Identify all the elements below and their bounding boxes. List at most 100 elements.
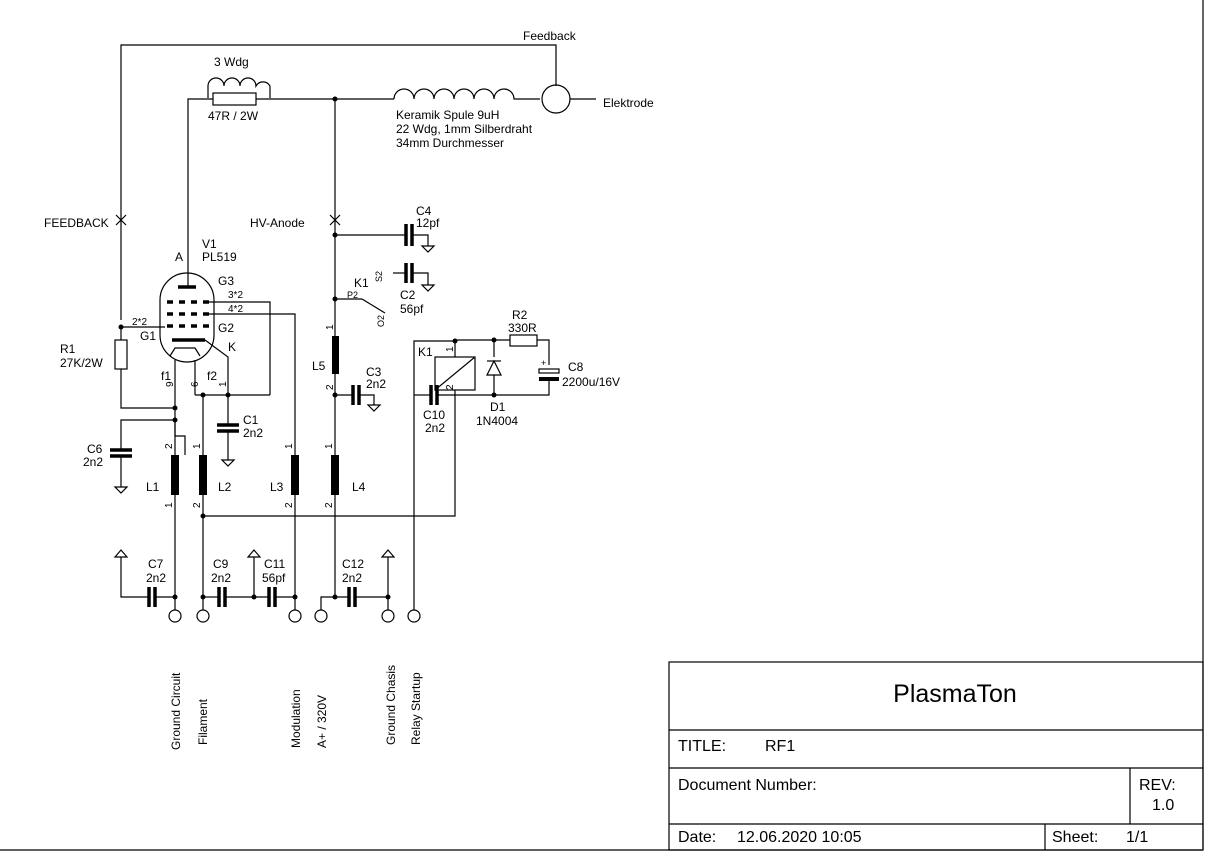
c6-value: 2n2 bbox=[83, 455, 103, 469]
sheet-label: Sheet: bbox=[1052, 829, 1098, 846]
v1-value: PL519 bbox=[202, 250, 237, 264]
connector-modulation: Modulation bbox=[289, 689, 303, 748]
d1-ref: D1 bbox=[490, 400, 506, 414]
ceramic-coil: Keramik Spule 9uH 22 Wdg, 1mm Silberdrah… bbox=[393, 88, 540, 150]
l2-ref: L2 bbox=[218, 480, 232, 494]
c2-ref: C2 bbox=[400, 288, 416, 302]
v1-ref: V1 bbox=[202, 237, 217, 251]
pin-f2: f2 bbox=[207, 369, 217, 383]
c9-ref: C9 bbox=[213, 557, 229, 571]
k1-pin2: 2 bbox=[445, 384, 456, 390]
capacitor-c6: C6 2n2 bbox=[83, 415, 186, 494]
capacitor-c10: C10 2n2 bbox=[413, 340, 494, 610]
inductor-l3: L3 1 2 bbox=[270, 443, 299, 595]
capacitor-c12: C12 2n2 bbox=[320, 549, 396, 610]
connector-a-plus: A+ / 320V bbox=[315, 695, 329, 748]
pin-22: 2*2 bbox=[132, 317, 147, 328]
date-value: 12.06.2020 10:05 bbox=[737, 829, 862, 846]
coil-3wdg: 3 Wdg bbox=[207, 55, 271, 98]
l1-ref: L1 bbox=[146, 480, 160, 494]
feedback-wire: Feedback bbox=[120, 29, 577, 320]
project-name: PlasmaTon bbox=[893, 680, 1017, 708]
hv-anode-rail: HV-Anode FEEDBACK bbox=[44, 96, 341, 336]
pin-a: A bbox=[175, 250, 183, 264]
l3-ref: L3 bbox=[270, 480, 284, 494]
l3-pin1: 1 bbox=[284, 443, 295, 449]
rev-label: REV: bbox=[1139, 777, 1176, 794]
c10-value: 2n2 bbox=[425, 421, 445, 435]
pin-1-k: 1 bbox=[218, 381, 229, 387]
capacitor-c11: C11 56pf bbox=[262, 557, 298, 607]
date-label: Date: bbox=[678, 829, 716, 846]
c10-ref: C10 bbox=[423, 408, 445, 422]
pin-g1: G1 bbox=[140, 329, 156, 343]
title-block: PlasmaTon TITLE: RF1 Document Number: RE… bbox=[668, 661, 1204, 851]
capacitor-c7: C7 2n2 bbox=[113, 549, 178, 607]
c11-value: 56pf bbox=[262, 571, 286, 585]
c9-value: 2n2 bbox=[211, 571, 231, 585]
ceramic-coil-line2: 22 Wdg, 1mm Silberdraht bbox=[396, 122, 533, 136]
capacitor-c3: C3 2n2 bbox=[332, 365, 386, 412]
inductor-l5: L5 1 2 bbox=[312, 324, 339, 455]
pin-32: 3*2 bbox=[228, 290, 243, 301]
r1-ref: R1 bbox=[60, 342, 76, 356]
coil-3wdg-label: 3 Wdg bbox=[214, 55, 249, 69]
connector-ground-circuit: Ground Circuit bbox=[169, 672, 183, 750]
s2-pin: S2 bbox=[374, 271, 384, 282]
c3-value: 2n2 bbox=[366, 377, 386, 391]
title-label: TITLE: bbox=[678, 738, 726, 755]
connector-relay-startup: Relay Startup bbox=[409, 672, 423, 745]
k1-pin1: 1 bbox=[445, 346, 456, 352]
c12-ref: C12 bbox=[342, 557, 364, 571]
relay-contact-k1: K1 P2 S2 O2 C2 56pf bbox=[332, 263, 436, 327]
c8-value: 2200u/16V bbox=[562, 375, 620, 389]
hv-anode-label: HV-Anode bbox=[250, 216, 305, 230]
feedback-net-label: Feedback bbox=[523, 29, 577, 43]
inductor-l1: L1 2 1 bbox=[146, 420, 179, 595]
r1-value: 27K/2W bbox=[60, 356, 103, 370]
l4-pin1: 1 bbox=[324, 443, 335, 449]
elektrode-label: Elektrode bbox=[603, 96, 654, 110]
c3-ref: C3 bbox=[366, 365, 382, 379]
c1-ref: C1 bbox=[243, 413, 259, 427]
c6-ref: C6 bbox=[87, 442, 103, 456]
l5-pin1: 1 bbox=[325, 324, 336, 330]
c7-ref: C7 bbox=[148, 557, 164, 571]
pin-42: 4*2 bbox=[228, 304, 243, 315]
l4-pin2: 2 bbox=[324, 502, 335, 508]
connectors: Ground Circuit Filament Modulation A+ / … bbox=[168, 597, 423, 750]
c4-value: 12pf bbox=[416, 216, 440, 230]
r2-ref: R2 bbox=[512, 308, 528, 322]
c4-ref: C4 bbox=[416, 204, 432, 218]
l2-pin1: 1 bbox=[192, 443, 203, 449]
c2-value: 56pf bbox=[400, 302, 424, 316]
resistor-47r: 47R / 2W bbox=[187, 92, 394, 253]
c1-value: 2n2 bbox=[243, 426, 263, 440]
o2-pin: O2 bbox=[376, 315, 386, 327]
c8-plus: + bbox=[541, 358, 546, 368]
connector-ground-chasis: Ground Chasis bbox=[384, 665, 398, 745]
capacitor-c4: C4 12pf bbox=[332, 204, 440, 253]
tube-v1: V1 PL519 A G3 3*2 4*2 G2 2*2 G1 K f1 f2 … bbox=[118, 237, 296, 455]
pin-9: 9 bbox=[165, 381, 176, 387]
l2-pin2: 2 bbox=[192, 502, 203, 508]
k1-coil-ref: K1 bbox=[418, 345, 433, 359]
cathode-node: C1 2n2 bbox=[195, 392, 270, 467]
r2-value: 330R bbox=[508, 321, 537, 335]
capacitor-c8: + C8 2200u/16V bbox=[491, 358, 620, 398]
diode-d1: D1 1N4004 bbox=[476, 337, 518, 428]
c7-value: 2n2 bbox=[146, 571, 166, 585]
c12-value: 2n2 bbox=[342, 571, 362, 585]
l1-pin1: 1 bbox=[164, 502, 175, 508]
pin-g3: G3 bbox=[218, 274, 234, 288]
l3-pin2: 2 bbox=[284, 502, 295, 508]
ceramic-coil-line3: 34mm Durchmesser bbox=[396, 136, 504, 150]
c8-ref: C8 bbox=[568, 360, 584, 374]
pin-k: K bbox=[228, 340, 236, 354]
d1-value: 1N4004 bbox=[476, 414, 518, 428]
inductor-l4: L4 1 2 bbox=[324, 443, 366, 595]
rev-value: 1.0 bbox=[1152, 797, 1174, 814]
capacitor-c9: C9 2n2 bbox=[200, 549, 268, 607]
p2-pin: P2 bbox=[347, 290, 358, 300]
